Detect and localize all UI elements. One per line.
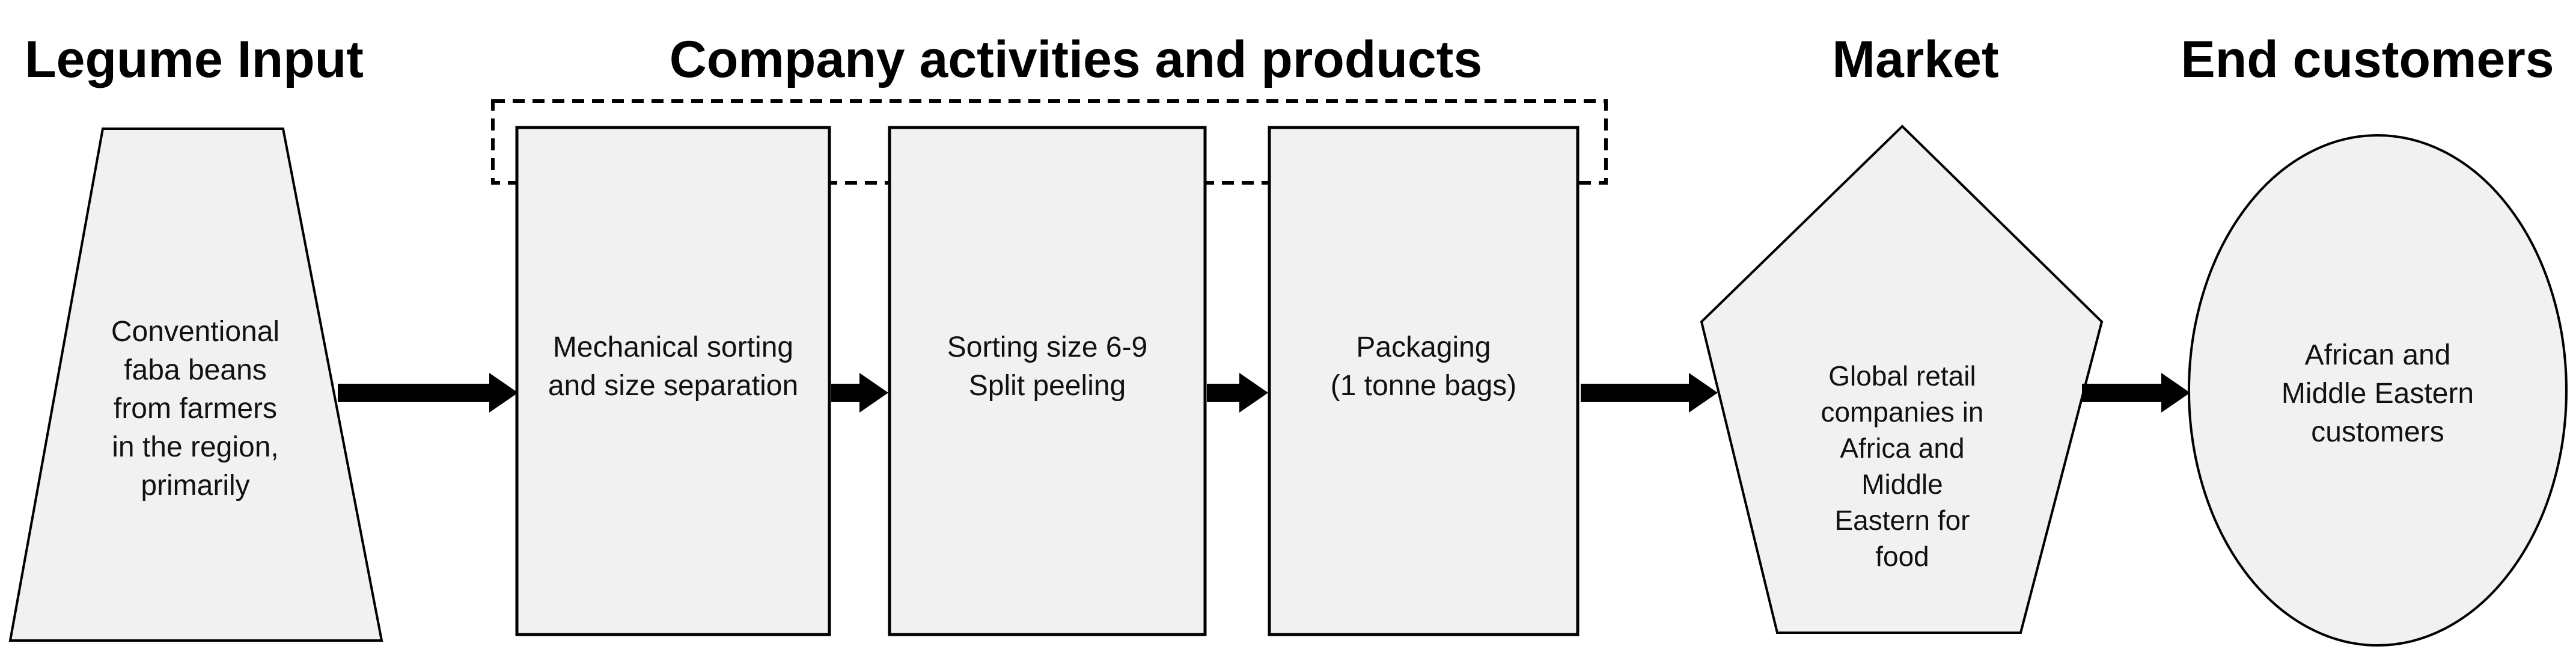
ellipse-shape-end-customers: [2188, 134, 2568, 647]
label-sorting-split-peeling: Sorting size 6-9 Split peeling: [947, 331, 1148, 402]
rectangle-shape-packaging: [1268, 126, 1579, 636]
arrow-input-to-sorting: [338, 373, 518, 413]
label-mechanical-sorting: Mechanical sorting and size separation: [548, 331, 799, 402]
rectangle-shape-sorting-split-peeling: [888, 126, 1207, 636]
arrow-market-to-customers: [2082, 373, 2190, 413]
header-legume-input: Legume Input: [25, 31, 364, 88]
label-market: Global retail companies in Africa and Mi…: [1821, 360, 1984, 572]
header-company-activities: Company activities and products: [669, 31, 1483, 88]
label-packaging: Packaging (1 tonne bags): [1330, 331, 1517, 402]
label-legume-input: Conventional faba beans from farmers in …: [111, 316, 280, 502]
header-market: Market: [1832, 31, 1999, 88]
arrow-sorting-to-peeling: [831, 373, 888, 413]
header-end-customers: End customers: [2181, 31, 2554, 88]
rectangle-shape-mechanical-sorting: [515, 126, 831, 636]
trapezoid-shape-legume-input: [8, 128, 383, 642]
label-end-customers: African and Middle Eastern customers: [2281, 339, 2474, 448]
pentagon-shape-market: [1700, 124, 2104, 634]
arrow-peeling-to-packaging: [1207, 373, 1268, 413]
arrow-packaging-to-market: [1581, 373, 1718, 413]
